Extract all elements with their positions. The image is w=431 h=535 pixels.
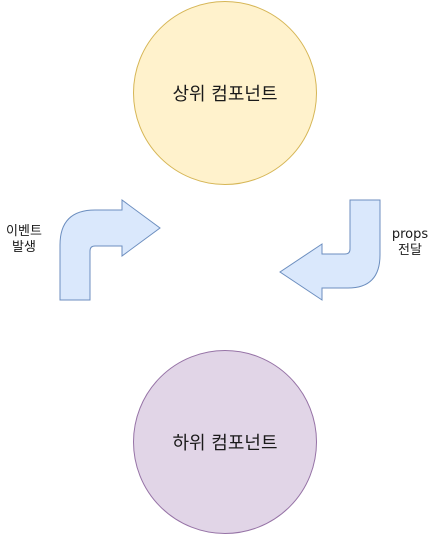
event-caption-line2: 발생 <box>12 240 36 255</box>
child-component-label: 하위 컴포넌트 <box>172 433 278 454</box>
props-caption: props 전달 <box>388 227 431 259</box>
parent-component-label: 상위 컴포넌트 <box>172 84 278 105</box>
parent-component-node: 상위 컴포넌트 <box>133 1 317 185</box>
event-caption: 이벤트 발생 <box>2 224 46 256</box>
props-caption-line1: props <box>391 227 429 242</box>
event-arrow-icon <box>59 199 161 301</box>
child-component-node: 하위 컴포넌트 <box>133 350 317 534</box>
props-arrow-icon <box>279 199 381 301</box>
event-caption-line1: 이벤트 <box>6 224 42 239</box>
props-caption-line2: 전달 <box>398 243 422 258</box>
